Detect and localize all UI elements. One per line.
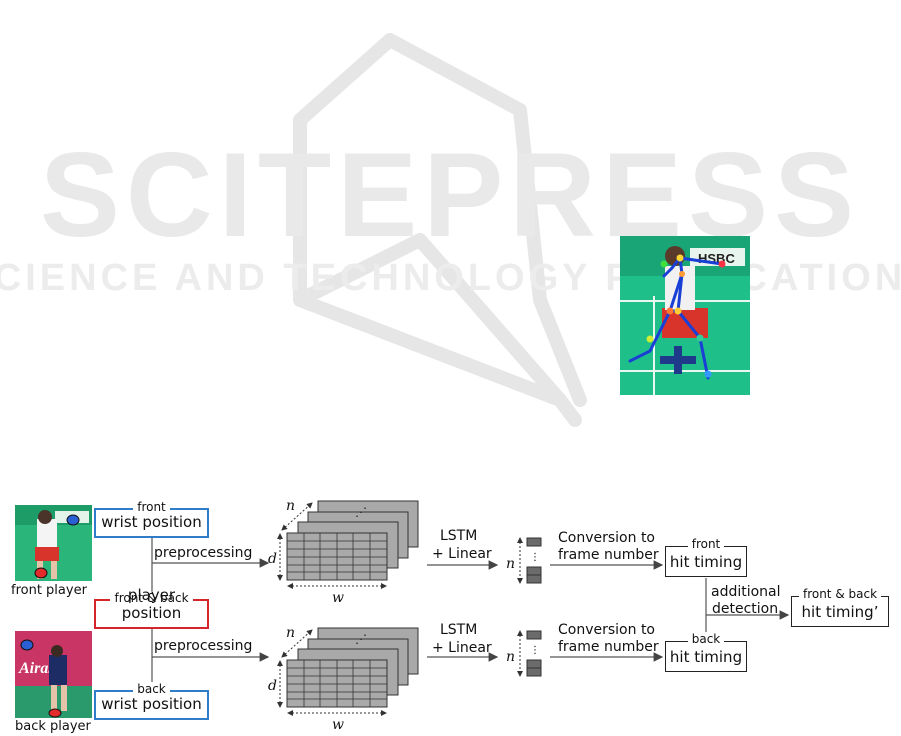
final-hit-main: hit timing’ bbox=[801, 603, 879, 621]
dim-w-top: w bbox=[332, 590, 344, 606]
watermark-book-icon bbox=[293, 33, 587, 427]
front-hit-timing-box: front hit timing bbox=[665, 537, 747, 577]
conversion-bottom-line2: frame number bbox=[558, 639, 659, 655]
back-wrist-cap: back bbox=[133, 682, 170, 696]
additional-line1: additional bbox=[711, 584, 781, 600]
svg-text:⋰: ⋰ bbox=[355, 632, 367, 646]
output-n-bottom: n bbox=[506, 649, 516, 665]
final-hit-timing-box: front & back hit timing’ bbox=[791, 587, 889, 627]
back-wrist-position-box: back wrist position bbox=[94, 682, 209, 720]
output-n-top: n bbox=[506, 556, 516, 572]
back-wrist-main: wrist position bbox=[101, 695, 202, 713]
back-hit-cap: back bbox=[687, 632, 725, 646]
front-wrist-position-box: front wrist position bbox=[94, 500, 209, 538]
watermark-subtitle: SCIENCE AND TECHNOLOGY PUBLICATIONS bbox=[0, 257, 901, 299]
player-position-box: front & back player position bbox=[94, 586, 209, 629]
front-wrist-cap: front bbox=[133, 500, 170, 514]
back-hit-timing-box: back hit timing bbox=[665, 632, 747, 672]
front-player-image bbox=[15, 505, 92, 581]
tensor-stack-bottom: ⋰ bbox=[277, 627, 419, 716]
lstm-bottom-line2: + Linear bbox=[432, 640, 492, 656]
dim-d-top: d bbox=[268, 551, 277, 567]
back-player-image: Airasia bbox=[15, 631, 92, 718]
pose-skeleton-image: HSBC bbox=[620, 236, 750, 395]
additional-line2: detection bbox=[712, 601, 779, 617]
conversion-top-line2: frame number bbox=[558, 547, 659, 563]
dim-n-bottom: n bbox=[286, 625, 296, 641]
conversion-bottom-line1: Conversion to bbox=[558, 622, 655, 638]
lstm-top-line2: + Linear bbox=[432, 546, 492, 562]
conversion-top-line1: Conversion to bbox=[558, 530, 655, 546]
output-vector-bottom: ⋮ bbox=[517, 630, 542, 677]
svg-text:⋮: ⋮ bbox=[530, 552, 540, 563]
preprocessing-top-label: preprocessing bbox=[154, 545, 253, 561]
back-player-label: back player bbox=[15, 719, 91, 734]
dim-d-bottom: d bbox=[268, 678, 277, 694]
player-position-main: player position bbox=[121, 586, 182, 622]
back-hit-main: hit timing bbox=[669, 648, 743, 666]
final-hit-cap: front & back bbox=[798, 587, 882, 601]
front-hit-main: hit timing bbox=[669, 553, 743, 571]
front-player-label: front player bbox=[11, 583, 87, 598]
svg-text:⋮: ⋮ bbox=[530, 645, 540, 656]
output-vector-top: ⋮ bbox=[517, 537, 542, 584]
tensor-stack-top: ⋰ bbox=[277, 500, 419, 589]
svg-text:⋰: ⋰ bbox=[355, 505, 367, 519]
front-hit-cap: front bbox=[687, 537, 725, 551]
lstm-top-line1: LSTM bbox=[440, 528, 478, 544]
front-wrist-main: wrist position bbox=[101, 513, 202, 531]
lstm-bottom-line1: LSTM bbox=[440, 622, 478, 638]
dim-n-top: n bbox=[286, 498, 296, 514]
player-position-cap: front & back bbox=[110, 591, 193, 605]
preprocessing-bottom-label: preprocessing bbox=[154, 638, 253, 654]
dim-w-bottom: w bbox=[332, 717, 344, 733]
